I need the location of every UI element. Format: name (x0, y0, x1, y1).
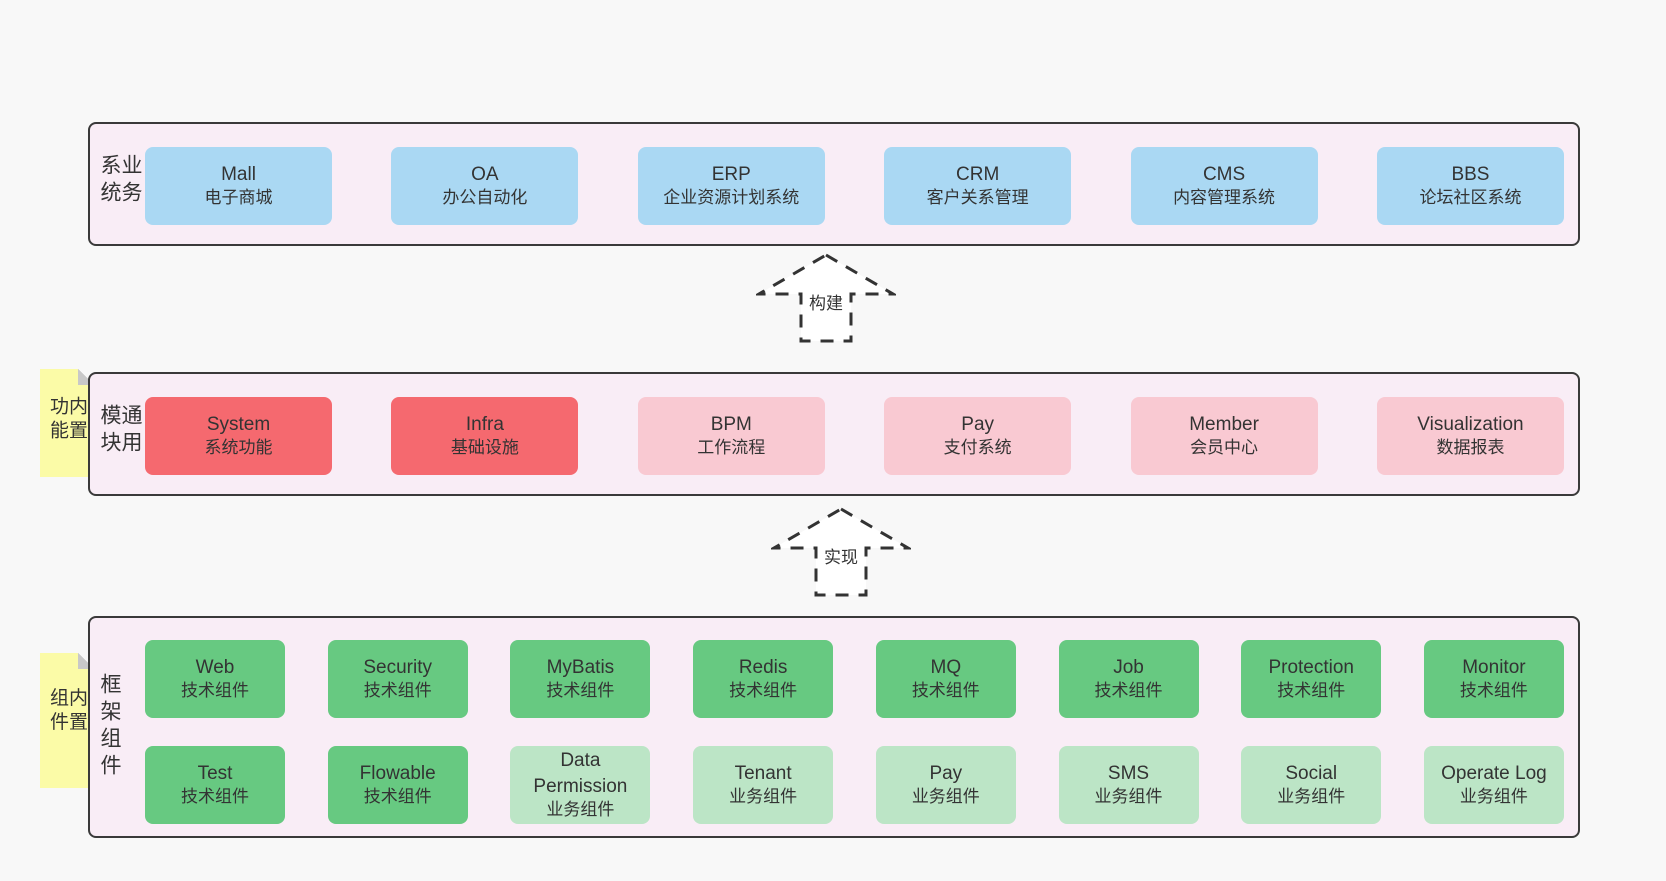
box-member: Member 会员中心 (1130, 397, 1318, 475)
box-pay-biz: Pay 业务组件 (875, 746, 1016, 824)
box-tenant: Tenant 业务组件 (693, 746, 834, 824)
arrow-build: 构建 (756, 252, 896, 344)
box-protection: Protection 技术组件 (1241, 640, 1382, 718)
box-redis: Redis 技术组件 (693, 640, 834, 718)
arrow-build-label: 构建 (806, 288, 846, 315)
box-mybatis: MyBatis 技术组件 (510, 640, 651, 718)
arrow-implement: 实现 (771, 506, 911, 598)
box-erp: ERP 企业资源计划系统 (637, 147, 825, 225)
box-operate-log: Operate Log 业务组件 (1423, 746, 1564, 824)
box-mq: MQ 技术组件 (875, 640, 1016, 718)
components-box-row-1: Web 技术组件 Security 技术组件 MyBatis 技术组件 Redi… (145, 640, 1564, 718)
box-crm: CRM 客户关系管理 (884, 147, 1072, 225)
box-mall: Mall 电子商城 (145, 147, 332, 225)
box-monitor: Monitor 技术组件 (1423, 640, 1564, 718)
box-bbs: BBS 论坛社区系统 (1376, 147, 1564, 225)
note-built-in-components: 内置组件 (40, 653, 94, 788)
box-system: System 系统功能 (145, 397, 332, 475)
box-sms: SMS 业务组件 (1058, 746, 1199, 824)
business-box-row: Mall 电子商城 OA 办公自动化 ERP 企业资源计划系统 CRM 客户关系… (145, 147, 1564, 225)
layer-framework-components: 框架组件 Web 技术组件 Security 技术组件 MyBatis 技术组件… (88, 616, 1580, 838)
box-infra: Infra 基础设施 (391, 397, 579, 475)
note-built-in-components-label: 内置组件 (47, 686, 87, 735)
layer-common-modules: 通用模块 System 系统功能 Infra 基础设施 BPM 工作流程 Pay… (88, 372, 1580, 496)
box-visualization: Visualization 数据报表 (1376, 397, 1564, 475)
box-test: Test 技术组件 (145, 746, 285, 824)
components-box-row-2: Test 技术组件 Flowable 技术组件 Data Permission … (145, 746, 1564, 824)
box-job: Job 技术组件 (1058, 640, 1199, 718)
box-bpm: BPM 工作流程 (637, 397, 825, 475)
arrow-implement-label: 实现 (821, 542, 861, 569)
box-web: Web 技术组件 (145, 640, 285, 718)
note-built-in-functions-label: 内置功能 (47, 396, 87, 444)
box-data-permission: Data Permission 业务组件 (510, 746, 651, 824)
layer-components-label: 框架组件 (98, 673, 121, 781)
box-pay: Pay 支付系统 (884, 397, 1072, 475)
box-oa: OA 办公自动化 (391, 147, 579, 225)
layer-modules-label: 通用模块 (98, 404, 142, 458)
modules-box-row: System 系统功能 Infra 基础设施 BPM 工作流程 Pay 支付系统… (145, 397, 1564, 475)
note-built-in-functions: 内置功能 (40, 369, 94, 477)
box-security: Security 技术组件 (327, 640, 468, 718)
layer-business-systems: 业务系统 Mall 电子商城 OA 办公自动化 ERP 企业资源计划系统 CRM… (88, 122, 1580, 246)
box-social: Social 业务组件 (1241, 746, 1382, 824)
layer-business-label: 业务系统 (98, 154, 142, 208)
box-cms: CMS 内容管理系统 (1130, 147, 1318, 225)
box-flowable: Flowable 技术组件 (327, 746, 468, 824)
